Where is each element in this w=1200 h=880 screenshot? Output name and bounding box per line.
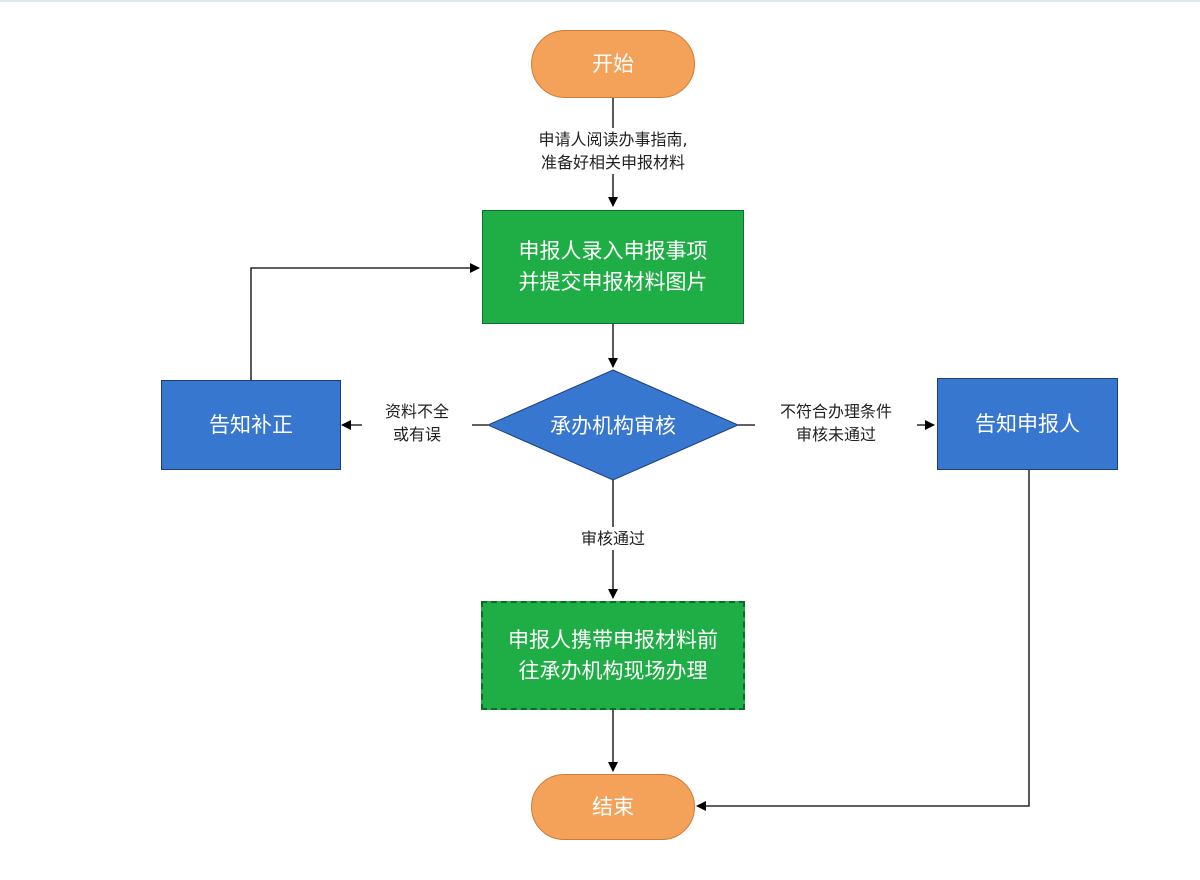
start-label: 开始 [592, 51, 634, 76]
edge-label-approved: 审核通过 [556, 527, 670, 550]
connector-notify-to-end [696, 470, 1030, 811]
notify-applicant-box: 告知申报人 [937, 378, 1118, 470]
connector-supplement-to-submit [250, 263, 480, 380]
end-node: 结束 [531, 774, 695, 840]
end-label: 结束 [592, 794, 634, 819]
edge-label-not-eligible: 不符合办理条件 审核未通过 [755, 400, 917, 446]
review-decision-label: 承办机构审核 [550, 414, 676, 438]
supplement-notice-box: 告知补正 [161, 380, 341, 470]
submit-materials-box: 申报人录入申报事项 并提交申报材料图片 [482, 210, 744, 324]
start-node: 开始 [531, 30, 695, 98]
edge-label-prepare: 申请人阅读办事指南, 准备好相关申报材料 [500, 128, 726, 174]
top-divider [0, 0, 1200, 2]
onsite-handling-box: 申报人携带申报材料前 往承办机构现场办理 [481, 601, 745, 710]
edge-label-incomplete: 资料不全 或有误 [362, 400, 472, 446]
